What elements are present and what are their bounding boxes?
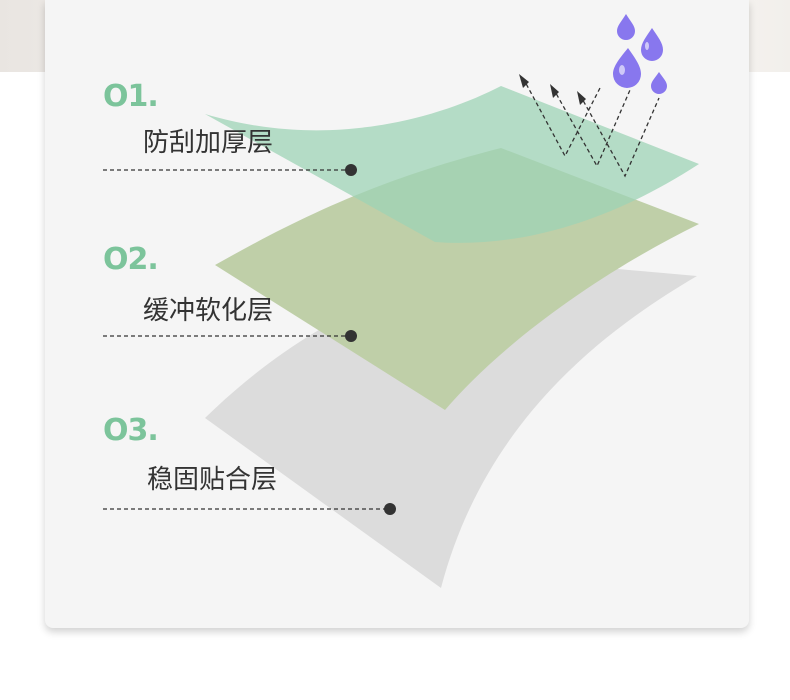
layer-3-number: O3. — [103, 413, 159, 448]
layer-1-label: 防刮加厚层 — [143, 128, 274, 158]
leader-dot-3 — [384, 503, 396, 515]
leader-dot-2 — [345, 330, 357, 342]
layer-2-number: O2. — [103, 242, 159, 277]
layer-2-label: 缓冲软化层 — [143, 296, 274, 326]
layer-3-label: 稳固贴合层 — [147, 465, 278, 495]
layer-illustration — [103, 14, 699, 588]
layer-1-sheet — [205, 86, 699, 243]
water-drop-icon — [613, 14, 667, 94]
reflection-arrow-icon — [522, 77, 660, 178]
layer-1-number: O1. — [103, 79, 159, 114]
leader-dot-1 — [345, 164, 357, 176]
layer-diagram-card: O1. 防刮加厚层 O2. 缓冲软化层 O3. 稳固贴合层 — [45, 0, 749, 628]
layer-3-sheet — [205, 258, 697, 588]
